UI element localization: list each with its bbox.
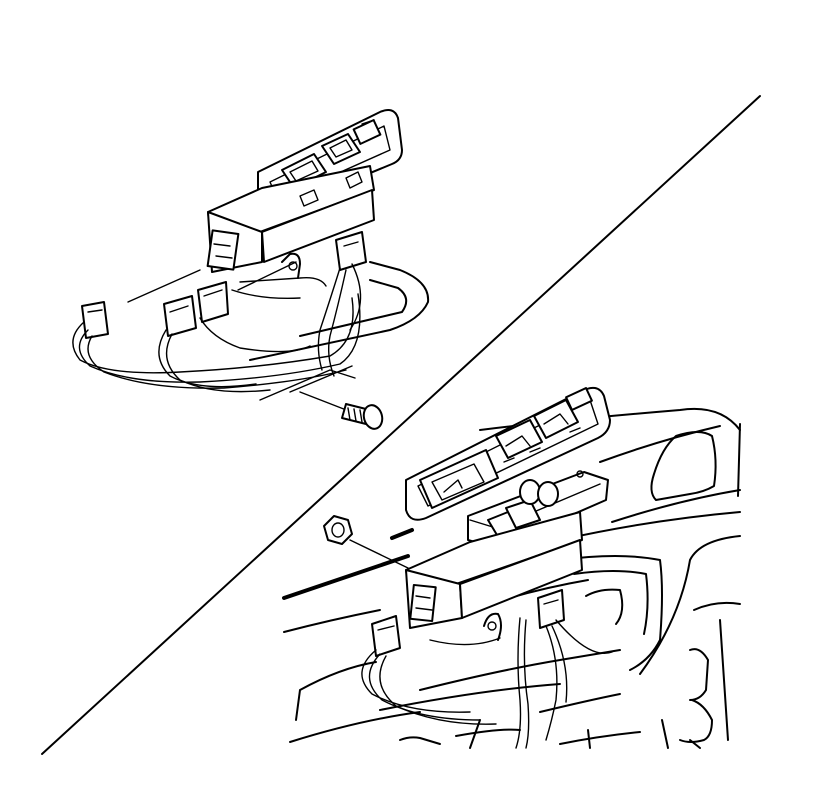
- lower-mount-tab: [483, 612, 502, 641]
- lower-housing-connector: [409, 583, 437, 623]
- lower-lock-button: [565, 387, 593, 411]
- upper-loose-connector-1: [81, 301, 109, 339]
- upper-view: [72, 109, 430, 430]
- lower-window-button-1: [495, 419, 543, 459]
- screw-icon: [341, 403, 384, 430]
- alignment-line-1: [282, 554, 410, 600]
- lower-wiring-harness: [361, 617, 613, 749]
- upper-mount-tab: [281, 252, 301, 279]
- lower-view: [282, 386, 741, 749]
- lower-left-connector: [371, 615, 401, 657]
- upper-housing-connector: [206, 229, 240, 271]
- upper-loose-connector-2: [163, 295, 197, 337]
- alignment-line-2: [390, 528, 414, 540]
- lower-switch-bezel: [405, 386, 611, 521]
- upper-right-connector: [335, 231, 367, 271]
- view-divider-line: [41, 95, 761, 755]
- upper-loose-connector-3: [197, 281, 229, 323]
- upper-armrest-panel: [249, 261, 430, 401]
- lower-recess-button: [419, 449, 499, 509]
- lower-right-connector: [537, 589, 565, 629]
- upper-wiring-harness: [72, 263, 362, 393]
- upper-lock-button: [352, 119, 382, 145]
- nut-icon: [323, 515, 353, 545]
- upper-window-button-2: [321, 133, 361, 165]
- lower-window-button-2: [533, 399, 579, 439]
